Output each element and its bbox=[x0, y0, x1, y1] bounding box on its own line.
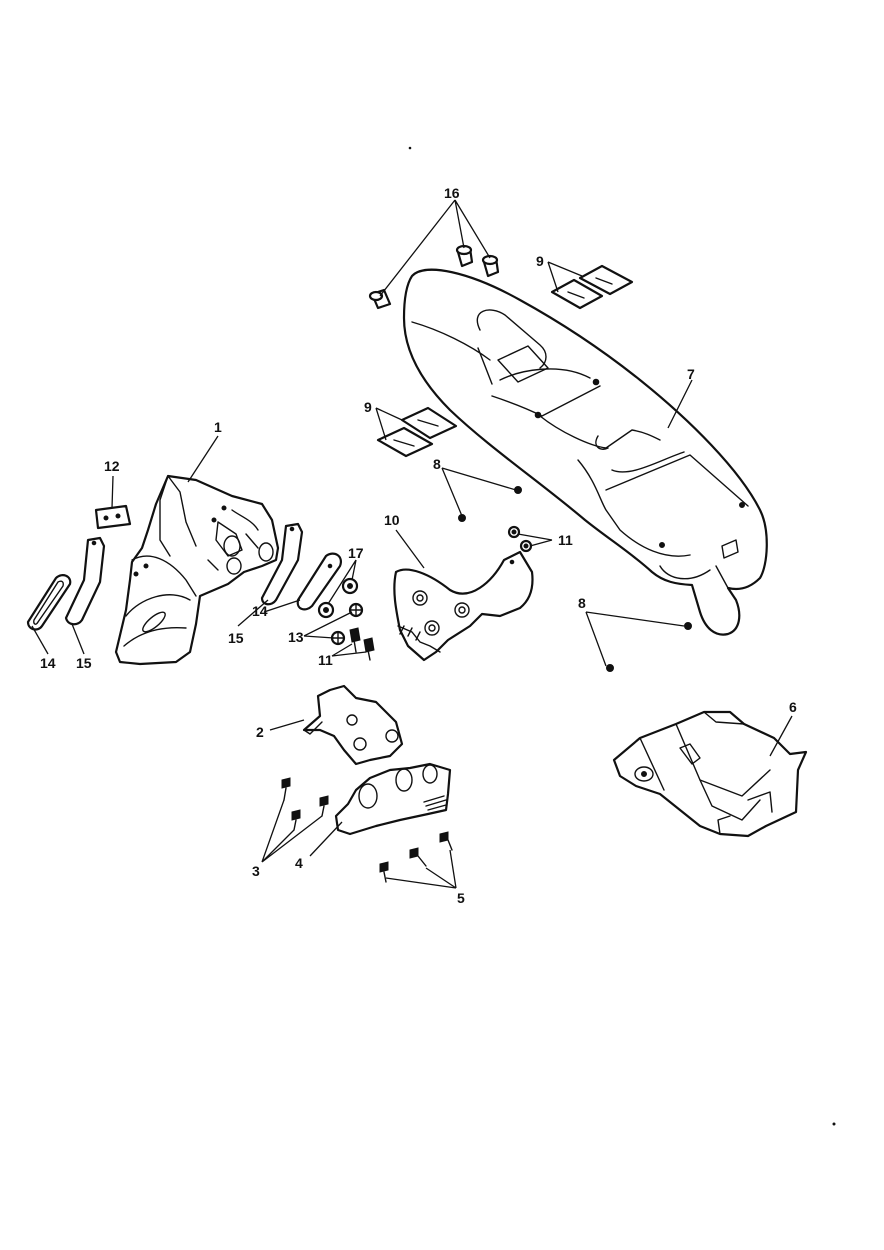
bolt-part-3 bbox=[281, 777, 329, 831]
pad-part-9 bbox=[376, 264, 634, 458]
callout-13: 13 bbox=[288, 629, 304, 645]
speck bbox=[832, 1122, 836, 1126]
callout-17: 17 bbox=[348, 545, 364, 561]
callout-14-left: 14 bbox=[40, 655, 56, 671]
callout-8-lower: 8 bbox=[578, 595, 586, 611]
strap-part-14-left bbox=[26, 574, 72, 631]
fastener-part-11 bbox=[349, 525, 533, 661]
nut-part-8 bbox=[458, 486, 692, 672]
callout-8-upper: 8 bbox=[433, 456, 441, 472]
bolt-part-5 bbox=[379, 831, 453, 883]
callout-4: 4 bbox=[295, 855, 303, 871]
seat-part-7 bbox=[402, 268, 768, 636]
tray-part-6 bbox=[612, 710, 808, 838]
callout-5: 5 bbox=[457, 890, 465, 906]
callout-9-lower: 9 bbox=[364, 399, 372, 415]
grommet-part-17 bbox=[317, 577, 359, 619]
callout-1: 1 bbox=[214, 419, 222, 435]
callout-labels: 1 2 3 4 5 6 7 8 8 9 9 10 11 11 12 13 14 … bbox=[40, 185, 797, 906]
strap-part-15-right bbox=[260, 522, 304, 606]
callout-7: 7 bbox=[687, 366, 695, 382]
callout-2: 2 bbox=[256, 724, 264, 740]
callout-12: 12 bbox=[104, 458, 120, 474]
callout-15-left: 15 bbox=[76, 655, 92, 671]
callout-11-right: 11 bbox=[558, 532, 573, 548]
callout-16: 16 bbox=[444, 185, 460, 201]
callout-14-right: 14 bbox=[252, 603, 268, 619]
callout-6: 6 bbox=[789, 699, 797, 715]
bracket-part-2 bbox=[302, 684, 404, 766]
callout-11-left: 11 bbox=[318, 652, 333, 668]
undertray-part-4 bbox=[334, 762, 452, 836]
plate-part-12 bbox=[94, 504, 132, 530]
bracket-part-10 bbox=[393, 550, 534, 662]
callout-15-right: 15 bbox=[228, 630, 244, 646]
leader-lines bbox=[31, 199, 793, 889]
strap-part-14-right bbox=[296, 552, 342, 611]
strap-part-15-left bbox=[64, 536, 106, 626]
callout-3: 3 bbox=[252, 863, 260, 879]
callout-10: 10 bbox=[384, 512, 400, 528]
speck bbox=[408, 146, 412, 150]
callout-9-upper: 9 bbox=[536, 253, 544, 269]
mudguard-part-1 bbox=[114, 474, 280, 666]
